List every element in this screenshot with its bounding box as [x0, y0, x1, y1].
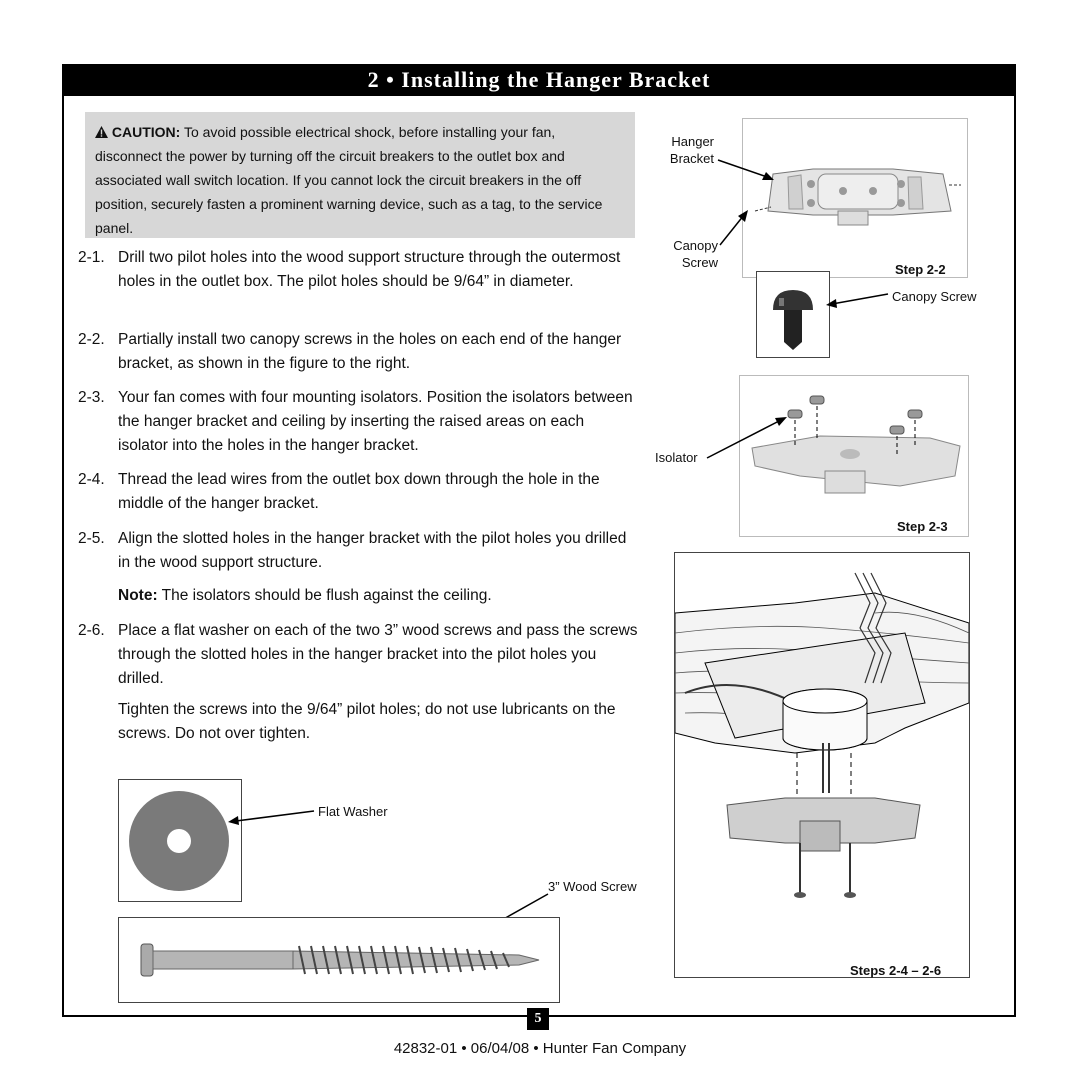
isolator-figure	[739, 375, 969, 537]
step-2-3: 2-3. Your fan comes with four mounting i…	[78, 386, 638, 458]
step-2-6: 2-6. Place a flat washer on each of the …	[78, 619, 638, 691]
note: Note: The isolators should be flush agai…	[118, 584, 638, 608]
step-number: 2-4.	[78, 471, 105, 488]
caution-box: CAUTION: To avoid possible electrical sh…	[85, 112, 635, 238]
step-2-2-label: Step 2-2	[895, 262, 946, 277]
step-text: Align the slotted holes in the hanger br…	[118, 530, 627, 571]
step-2-5: 2-5. Align the slotted holes in the hang…	[78, 527, 638, 575]
hanger-bracket-figure	[742, 118, 968, 278]
canopy-screw-left-label: Canopy Screw	[673, 238, 718, 270]
flat-washer-label: Flat Washer	[318, 804, 388, 819]
steps-2-4-2-6-label: Steps 2-4 – 2-6	[850, 963, 942, 978]
step-number: 2-2.	[78, 331, 105, 348]
wood-screw-figure	[118, 917, 560, 1003]
page-number: 5	[527, 1008, 549, 1030]
warning-icon	[95, 126, 108, 138]
flat-washer-figure	[118, 779, 242, 902]
step-text: Thread the lead wires from the outlet bo…	[118, 471, 600, 512]
tighten-instruction: Tighten the screws into the 9/64” pilot …	[118, 701, 616, 742]
caution-label: CAUTION:	[111, 124, 181, 140]
step-number: 2-6.	[78, 622, 105, 639]
canopy-screw-label: Canopy Screw	[892, 289, 977, 304]
canopy-screw-arrow	[826, 293, 889, 308]
section-title: 2 • Installing the Hanger Bracket	[62, 64, 1016, 96]
isolator-arrow	[706, 417, 787, 459]
isolator-label: Isolator	[655, 450, 698, 465]
caution-text: To avoid possible electrical shock, befo…	[95, 124, 603, 236]
step-number: 2-5.	[78, 530, 105, 547]
callout-arrows	[717, 159, 774, 246]
hanger-bracket-label: Hanger Bracket	[669, 134, 714, 166]
wood-screw-label: 3” Wood Screw	[548, 879, 637, 894]
step-text: Drill two pilot holes into the wood supp…	[118, 249, 621, 290]
footer: 42832-01 • 06/04/08 • Hunter Fan Company	[393, 1040, 687, 1057]
note-text: The isolators should be flush against th…	[161, 587, 492, 604]
note-label: Note:	[118, 587, 158, 604]
step-text: Your fan comes with four mounting isolat…	[118, 389, 633, 454]
step-2-1: 2-1. Drill two pilot holes into the wood…	[78, 246, 638, 294]
canopy-screw-figure	[756, 271, 830, 358]
step-number: 2-1.	[78, 249, 105, 266]
step-text: Place a flat washer on each of the two 3…	[118, 622, 638, 687]
ceiling-install-figure	[674, 552, 970, 978]
step-2-2: 2-2. Partially install two canopy screws…	[78, 328, 638, 376]
step-text: Partially install two canopy screws in t…	[118, 331, 622, 372]
step-2-4: 2-4. Thread the lead wires from the outl…	[78, 468, 638, 516]
flat-washer-arrow	[228, 810, 315, 825]
step-2-3-label: Step 2-3	[897, 519, 948, 534]
step-number: 2-3.	[78, 389, 105, 406]
